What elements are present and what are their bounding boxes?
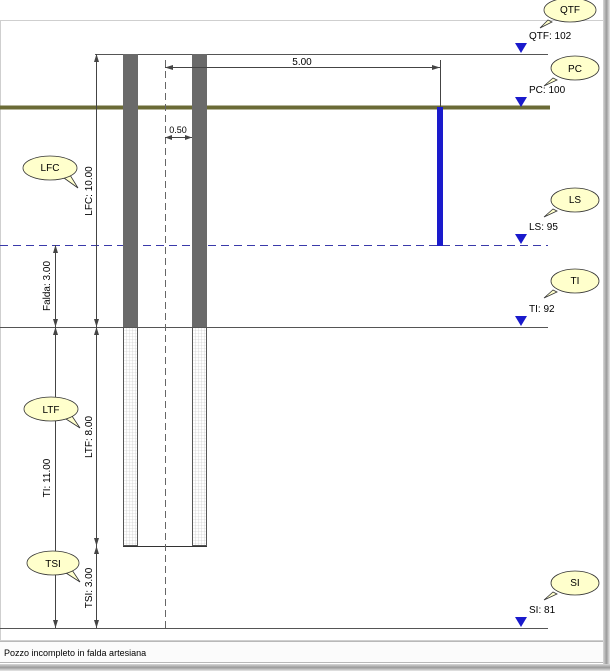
screen-right — [192, 327, 207, 546]
casing-right-blind — [192, 54, 207, 327]
lfc-dim-label: LFC: 10.00 — [84, 166, 95, 216]
qtf-marker-icon — [515, 43, 527, 53]
ti-dim-label: TI: 11.00 — [42, 458, 53, 497]
qtf-bubble: QTF — [539, 0, 597, 29]
ti-bubble-label: TI — [571, 276, 580, 287]
falda-dim-label: Falda: 3.00 — [42, 261, 53, 311]
ltf-arrow-bottom — [94, 538, 99, 546]
qtf-bubble-label: QTF — [560, 5, 580, 16]
tsi-callout-label: TSI — [45, 559, 61, 570]
status-text: Pozzo incompleto in falda artesiana — [4, 648, 147, 658]
ti-arrow-top — [53, 327, 58, 335]
well-diagram: 5.00 0.50 LFC: 10.00 LTF: 8.00 TSI: 3.00… — [0, 0, 604, 641]
window-shadow-right — [603, 0, 610, 671]
ltf-arrow-top — [94, 327, 99, 335]
status-bar: Pozzo incompleto in falda artesiana — [0, 641, 604, 663]
pc-marker-icon — [515, 97, 527, 107]
piezometric-bar — [437, 107, 443, 246]
width-label: 0.50 — [169, 125, 187, 135]
tsi-arrow-bottom — [94, 620, 99, 628]
ti-marker-icon — [515, 316, 527, 326]
qtf-level-label: QTF: 102 — [529, 31, 572, 42]
pc-bubble-label: PC — [568, 64, 582, 75]
width-arrow-left — [165, 135, 172, 140]
lfc-callout: LFC — [22, 155, 79, 189]
ls-bubble-label: LS — [569, 195, 582, 206]
ltf-callout-label: LTF — [42, 405, 59, 416]
tsi-arrow-top — [94, 546, 99, 554]
ltf-dim-label: LTF: 8.00 — [84, 416, 95, 458]
screen-left — [123, 327, 138, 546]
ti-arrow-bottom — [53, 620, 58, 628]
falda-arrow-top — [53, 245, 58, 253]
si-bubble: SI — [543, 570, 600, 601]
ls-marker-icon — [515, 234, 527, 244]
si-bubble-label: SI — [570, 578, 579, 589]
lfc-arrow-bottom — [94, 319, 99, 327]
distance-arrow-right — [432, 65, 440, 70]
distance-arrow-left — [165, 65, 173, 70]
ti-bubble: TI — [543, 268, 600, 299]
lfc-arrow-top — [94, 54, 99, 62]
pc-bubble: PC — [543, 55, 600, 87]
ti-level-label: TI: 92 — [529, 304, 555, 315]
tsi-callout: TSI — [26, 550, 81, 583]
si-marker-icon — [515, 617, 527, 627]
lfc-callout-label: LFC — [41, 163, 60, 174]
window-shadow-bottom — [0, 664, 610, 671]
si-level-label: SI: 81 — [529, 605, 556, 616]
ltf-callout: LTF — [23, 396, 81, 429]
width-arrow-right — [185, 135, 192, 140]
casing-left-blind — [123, 54, 138, 327]
tsi-dim-label: TSI: 3.00 — [84, 567, 95, 608]
pc-level-label: PC: 100 — [529, 85, 566, 96]
distance-label: 5.00 — [292, 57, 312, 68]
falda-arrow-bottom — [53, 319, 58, 327]
ls-level-label: LS: 95 — [529, 222, 558, 233]
ls-bubble: LS — [543, 187, 600, 218]
frame-border — [0, 20, 604, 641]
